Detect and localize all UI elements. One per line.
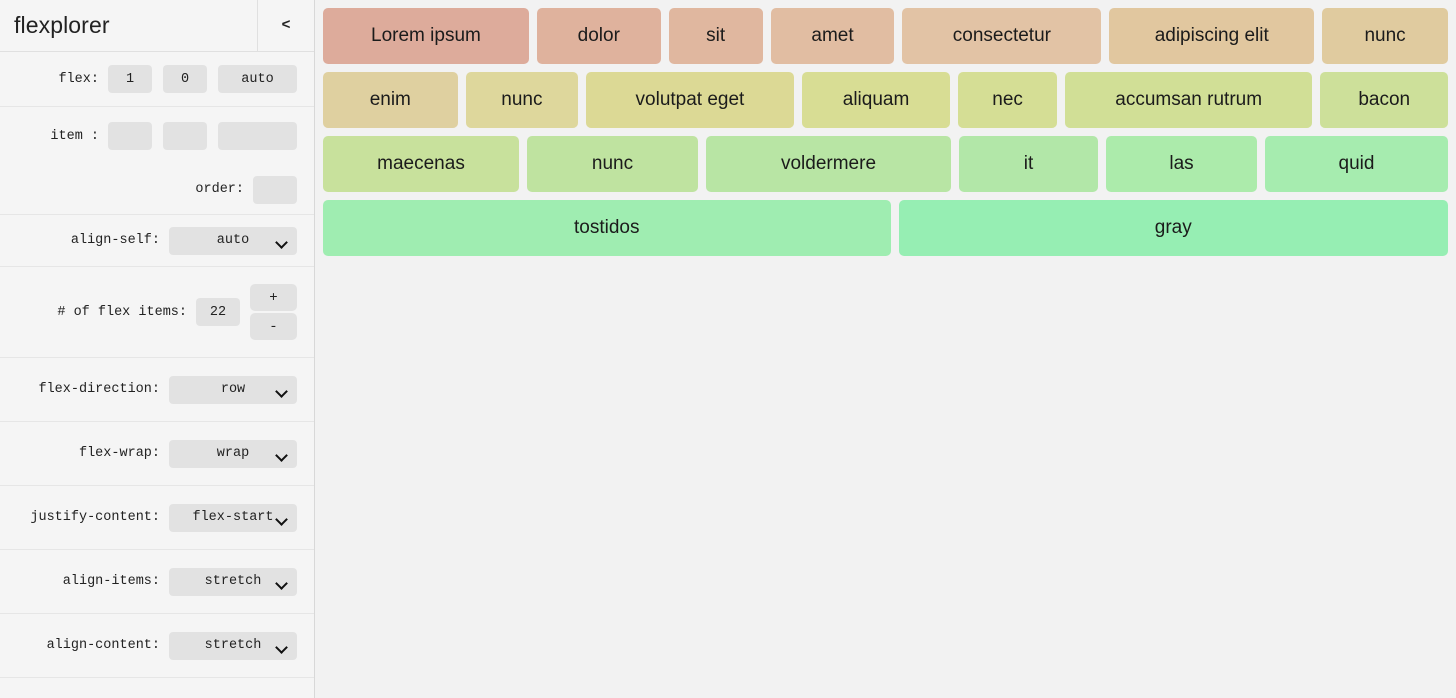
flex-item-label: Lorem ipsum bbox=[371, 25, 481, 46]
order-label: order: bbox=[195, 182, 244, 197]
align-self-select-wrap: auto bbox=[169, 226, 297, 255]
flex-basis-input[interactable] bbox=[218, 65, 297, 93]
flex-item[interactable]: adipiscing elit bbox=[1109, 8, 1315, 64]
decrement-button[interactable]: - bbox=[250, 313, 297, 340]
justify-content-row: justify-content: flex-start bbox=[0, 486, 314, 550]
flex-wrap-select-wrap: wrap bbox=[169, 439, 297, 468]
align-items-select[interactable]: stretch bbox=[169, 567, 297, 596]
flex-item-label: aliquam bbox=[842, 89, 910, 110]
flex-item[interactable]: las bbox=[1106, 136, 1257, 192]
flex-item[interactable]: nunc bbox=[1322, 8, 1449, 64]
flex-grow-input[interactable] bbox=[108, 65, 152, 93]
align-self-row: align-self: auto bbox=[0, 215, 314, 267]
item-fields bbox=[108, 122, 297, 150]
flex-item-label: sit bbox=[706, 25, 726, 46]
flex-item[interactable]: aliquam bbox=[801, 72, 951, 128]
flex-item-label: bacon bbox=[1358, 89, 1411, 110]
align-content-select-wrap: stretch bbox=[169, 631, 297, 660]
item-settings-group: item : order: bbox=[0, 107, 314, 215]
order-input[interactable] bbox=[253, 175, 297, 204]
flex-item[interactable]: bacon bbox=[1320, 72, 1449, 128]
flex-direction-label: flex-direction: bbox=[38, 382, 160, 397]
flex-item[interactable]: quid bbox=[1265, 136, 1448, 192]
sidebar-collapse-button[interactable]: < bbox=[257, 0, 314, 51]
justify-content-select[interactable]: flex-start bbox=[169, 503, 297, 532]
align-content-label: align-content: bbox=[46, 638, 160, 653]
flex-item-label: tostidos bbox=[574, 217, 640, 238]
flex-item[interactable]: voldermere bbox=[706, 136, 951, 192]
panel-header: flexplorer < bbox=[0, 0, 314, 52]
flex-item-label: accumsan rutrum bbox=[1115, 89, 1263, 110]
flex-item-label: nunc bbox=[591, 153, 634, 174]
flex-item-label: nunc bbox=[501, 89, 543, 110]
flex-wrap-select[interactable]: wrap bbox=[169, 439, 297, 468]
flex-item-count-input[interactable] bbox=[196, 298, 240, 326]
flex-item[interactable]: tostidos bbox=[323, 200, 891, 256]
flex-item-count-label: # of flex items: bbox=[57, 304, 187, 320]
flex-item[interactable]: dolor bbox=[536, 8, 661, 64]
item-flex-grow-input[interactable] bbox=[108, 122, 152, 150]
flex-item-label: it bbox=[1023, 153, 1034, 174]
item-flex-shrink-input[interactable] bbox=[163, 122, 207, 150]
flex-item-label: gray bbox=[1154, 217, 1192, 238]
flex-item-label: nec bbox=[992, 89, 1023, 110]
flex-item-label: adipiscing elit bbox=[1154, 25, 1269, 46]
flex-item[interactable]: volutpat eget bbox=[586, 72, 794, 128]
flex-item-label: enim bbox=[369, 89, 411, 110]
flex-item-label: maecenas bbox=[377, 153, 465, 174]
item-label: item : bbox=[50, 128, 99, 144]
flex-item-label: voldermere bbox=[780, 153, 877, 174]
flex-item[interactable]: accumsan rutrum bbox=[1064, 72, 1313, 128]
align-items-select-wrap: stretch bbox=[169, 567, 297, 596]
flex-canvas: Lorem ipsum dolor sit amet consectetur adipis… bbox=[315, 0, 1456, 698]
flex-item-count-stepper: + - bbox=[250, 284, 297, 340]
align-items-label: align-items: bbox=[62, 574, 160, 589]
flex-item[interactable]: amet bbox=[770, 8, 895, 64]
flex-container: Lorem ipsum dolor sit amet consectetur adipis… bbox=[323, 8, 1456, 690]
flex-shrink-input[interactable] bbox=[163, 65, 207, 93]
flex-item-label: consectetur bbox=[952, 25, 1051, 46]
order-row: order: bbox=[0, 165, 314, 214]
page-title: flexplorer bbox=[14, 12, 110, 38]
flex-item-label: quid bbox=[1338, 153, 1375, 174]
flex-direction-row: flex-direction: row bbox=[0, 358, 314, 422]
flex-item[interactable]: Lorem ipsum bbox=[323, 8, 529, 64]
flex-item-count-row: # of flex items: + - bbox=[0, 267, 314, 358]
chevron-left-icon: < bbox=[281, 17, 291, 34]
flex-item-label: volutpat eget bbox=[635, 89, 745, 110]
flex-direction-select[interactable]: row bbox=[169, 375, 297, 404]
align-content-row: align-content: stretch bbox=[0, 614, 314, 678]
item-flex-basis-input[interactable] bbox=[218, 122, 297, 150]
flex-item-label: dolor bbox=[577, 25, 620, 46]
flex-item[interactable]: consectetur bbox=[902, 8, 1102, 64]
increment-button[interactable]: + bbox=[250, 284, 297, 311]
flex-item-label: nunc bbox=[1364, 25, 1406, 46]
flex-item-label: las bbox=[1169, 153, 1194, 174]
flex-direction-select-wrap: row bbox=[169, 375, 297, 404]
align-content-select[interactable]: stretch bbox=[169, 631, 297, 660]
flex-shorthand-row: flex: bbox=[0, 52, 314, 107]
flex-item[interactable]: it bbox=[959, 136, 1098, 192]
align-self-select[interactable]: auto bbox=[169, 226, 297, 255]
flex-item[interactable]: nunc bbox=[527, 136, 698, 192]
flex-wrap-label: flex-wrap: bbox=[78, 446, 160, 461]
align-self-label: align-self: bbox=[70, 233, 160, 248]
justify-content-select-wrap: flex-start bbox=[169, 503, 297, 532]
flex-shorthand-fields bbox=[108, 65, 297, 93]
flex-item-label: amet bbox=[811, 25, 854, 46]
flex-item[interactable]: sit bbox=[668, 8, 763, 64]
control-sidebar: flexplorer < flex: item : bbox=[0, 0, 315, 698]
justify-content-label: justify-content: bbox=[30, 510, 160, 525]
align-items-row: align-items: stretch bbox=[0, 550, 314, 614]
item-row: item : bbox=[0, 107, 314, 165]
flex-item[interactable]: nunc bbox=[465, 72, 579, 128]
flex-item[interactable]: maecenas bbox=[323, 136, 519, 192]
flex-item[interactable]: enim bbox=[323, 72, 458, 128]
flex-item[interactable]: nec bbox=[958, 72, 1057, 128]
flex-shorthand-label: flex: bbox=[58, 71, 99, 87]
flex-wrap-row: flex-wrap: wrap bbox=[0, 422, 314, 486]
flex-item[interactable]: gray bbox=[898, 200, 1448, 256]
